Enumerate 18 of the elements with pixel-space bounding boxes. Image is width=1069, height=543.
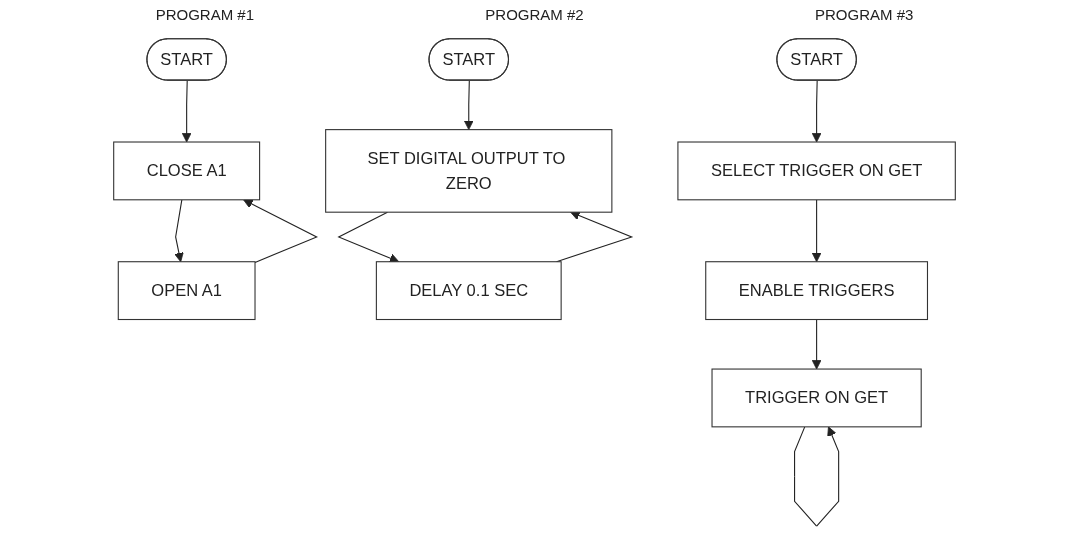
arrow [174, 199, 184, 263]
program-heading: PROGRAM #3 [814, 6, 914, 25]
program-heading: PROGRAM #1 [155, 6, 254, 25]
arrow [811, 199, 822, 263]
node-box: TRIGGER ON GET [711, 368, 922, 428]
node-box: ENABLE TRIGGERS [705, 261, 929, 321]
program-heading: PROGRAM #2 [485, 6, 584, 25]
arrow [811, 318, 822, 370]
node-box: CLOSE A1 [113, 141, 261, 201]
node-box: OPEN A1 [117, 261, 256, 321]
arrow [811, 80, 822, 143]
arrow [181, 80, 192, 143]
node-box: SELECT TRIGGER ON GET [677, 141, 956, 201]
node-box: DELAY 0.1 SEC [375, 261, 562, 321]
node-box: SET DIGITAL OUTPUT TO ZERO [325, 129, 613, 213]
arrow [337, 211, 400, 263]
arrow [243, 199, 318, 263]
arrow [463, 80, 474, 131]
